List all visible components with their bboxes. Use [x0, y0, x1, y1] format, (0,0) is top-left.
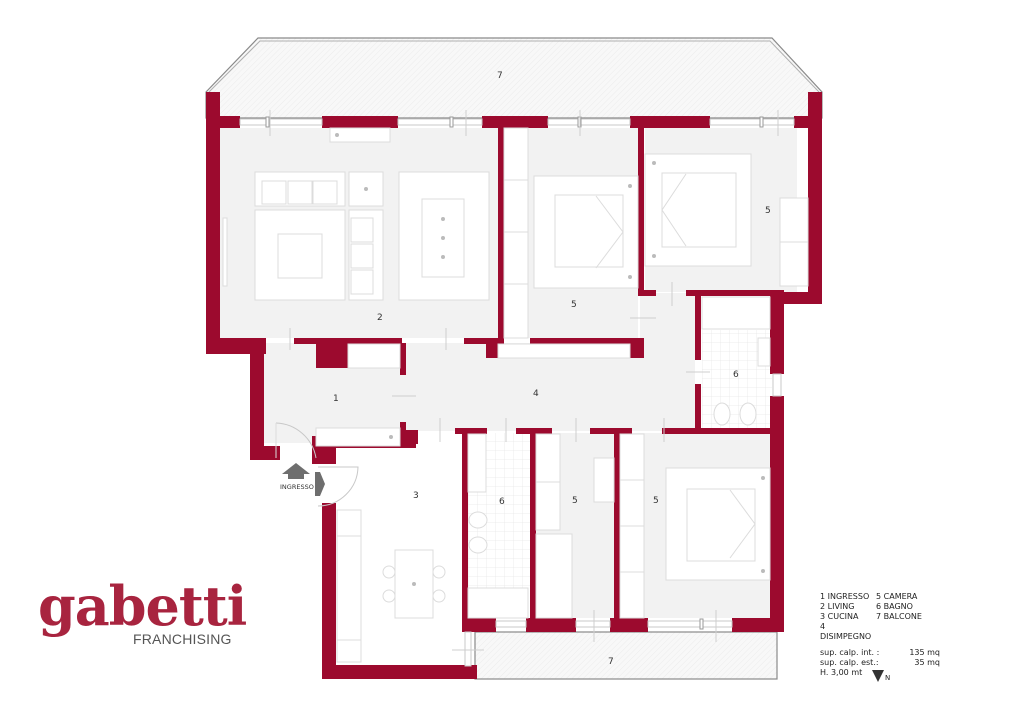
brand-subtitle: FRANCHISING [133, 631, 232, 647]
legend-item: 1 INGRESSO [820, 592, 870, 601]
internal-area-label: sup. calp. int. : [820, 648, 880, 657]
entrance [275, 422, 359, 507]
label-kitchen: 3 [413, 491, 419, 501]
internal-area-value: 135 mq [909, 648, 940, 657]
legend-item: 7 BALCONE [876, 612, 922, 621]
external-area-value: 35 mq [914, 658, 940, 667]
label-bedroom-lower-mid: 5 [572, 496, 578, 506]
living-furniture [222, 127, 490, 301]
ceiling-height: H. 3,00 mt [820, 668, 863, 677]
label-balcony-bottom: 7 [608, 657, 614, 667]
entrance-arrow-right-icon [315, 472, 325, 496]
external-area-label: sup. calp. est.: [820, 658, 879, 667]
brand-name: gabetti [38, 574, 247, 638]
legend-item: 6 BAGNO [876, 602, 913, 611]
bedroom-lower-right-furniture [619, 433, 771, 619]
label-living: 2 [377, 313, 383, 323]
label-bedroom-right: 5 [765, 206, 771, 216]
bedroom-center-furniture [503, 127, 639, 339]
bath-right-fixtures [701, 296, 771, 426]
bedroom-right-furniture [644, 153, 809, 287]
label-bedroom-center: 5 [571, 300, 577, 310]
room-legend: 1 INGRESSO 5 CAMERA 2 LIVING 6 BAGNO 3 CUC… [820, 592, 946, 642]
walls [206, 92, 822, 679]
area-summary: sup. calp. int. : 135 mq sup. calp. est.:… [820, 648, 940, 678]
bath-lower-fixtures [467, 433, 529, 619]
windows [239, 110, 795, 667]
compass: N [872, 670, 890, 682]
balcony-bottom [474, 631, 778, 680]
legend-item: 2 LIVING [820, 602, 855, 611]
brand-logo: gabetti FRANCHISING [38, 576, 248, 652]
bedroom-lower-mid-furniture [535, 433, 615, 619]
north-arrow-icon [872, 670, 884, 682]
hall-furniture [315, 343, 631, 447]
label-disimpegno: 4 [533, 389, 539, 399]
legend-item: 3 CUCINA [820, 612, 859, 621]
entrance-arrow-up-icon [282, 463, 310, 479]
label-bath-lower: 6 [499, 497, 505, 507]
kitchen-furniture [336, 509, 446, 663]
label-bedroom-lower-right: 5 [653, 496, 659, 506]
room-labels: 7 2 5 5 6 1 4 3 6 5 5 7 INGRESSO [280, 71, 771, 667]
label-bath-right: 6 [733, 370, 739, 380]
legend-item [876, 622, 946, 642]
legend-item: 4 DISIMPEGNO [820, 622, 872, 641]
label-balcony-top: 7 [497, 71, 503, 81]
label-ingresso: 1 [333, 394, 339, 404]
label-entrance: INGRESSO [280, 483, 314, 491]
balcony-top [205, 37, 823, 119]
legend-item: 5 CAMERA [876, 592, 918, 601]
north-label: N [885, 674, 891, 682]
